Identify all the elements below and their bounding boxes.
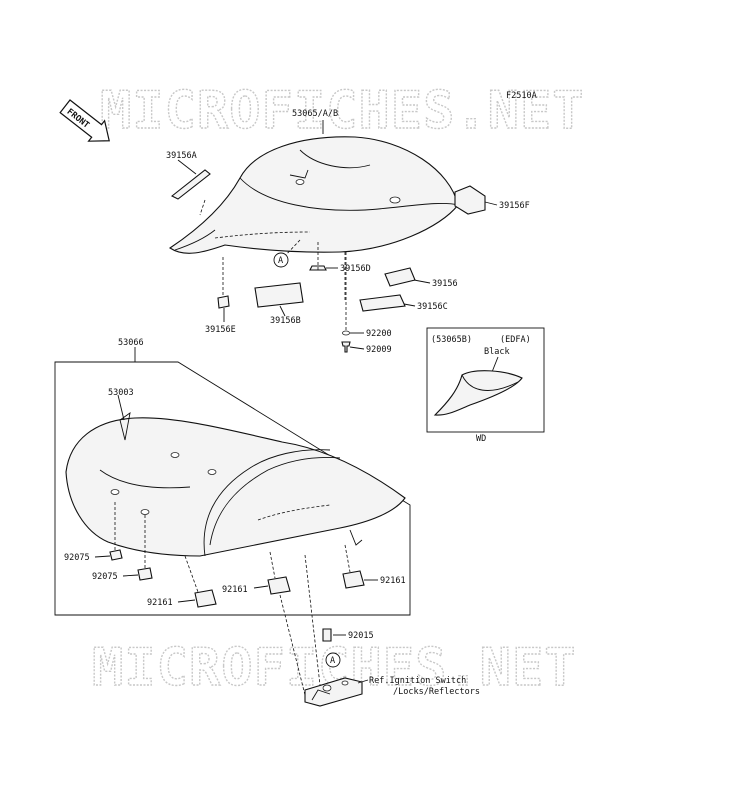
inset-color: Black [484,347,510,357]
label-39156F: 39156F [499,201,530,211]
watermark-top: MICROFICHES.NET [100,81,585,141]
diagram-code: F2510A [506,91,537,101]
ref-circle-a-upper: A [273,252,289,268]
part-39156F-shape [454,185,486,215]
label-92161-middle: 92161 [222,585,248,595]
part-92161-middle-shape [267,576,291,595]
reference-note-line1: Ref.Ignition Switch [369,676,466,686]
part-92161-right-shape [342,570,365,589]
label-39156C: 39156C [417,302,448,312]
seat-latch-assembly [304,677,363,707]
inset-cowl-shape [433,370,523,416]
part-92015-shape [322,628,332,642]
part-39156C-shape [359,294,406,312]
ref-circle-a-lower: A [325,652,341,668]
part-92200-shape [342,330,350,336]
part-39156E-shape [217,295,230,309]
label-39156B: 39156B [270,316,301,326]
part-92161-left-shape [194,589,217,608]
label-53065: 53065/A/B [292,109,338,119]
part-92075-lower-shape [137,567,153,581]
ref-circle-a-upper-label: A [278,256,283,266]
label-39156D: 39156D [340,264,371,274]
part-92009-shape [341,341,351,353]
reference-note-line2: /Locks/Reflectors [393,687,480,697]
part-39156B-shape [254,282,304,308]
seat-frame-53066 [54,361,411,616]
inset-variant: (EDFA) [500,335,531,345]
label-92015: 92015 [348,631,374,641]
part-39156A-shape [170,169,211,200]
label-92200: 92200 [366,329,392,339]
label-92161-right: 92161 [380,576,406,586]
inset-model: (53065B) [431,335,472,345]
label-39156E: 39156E [205,325,236,335]
label-92075-lower: 92075 [92,572,118,582]
label-39156: 39156 [432,279,458,289]
label-39156A: 39156A [166,151,197,161]
label-92075-upper: 92075 [64,553,90,563]
label-92009: 92009 [366,345,392,355]
seat-53066 [65,412,406,557]
ref-circle-a-lower-label: A [330,656,335,666]
label-92161-left: 92161 [147,598,173,608]
part-92075-upper-shape [109,549,123,561]
inset-53065B: (53065B) (EDFA) Black WD [426,327,545,444]
label-53066: 53066 [118,338,144,348]
part-39156-shape [384,267,416,287]
label-53003: 53003 [108,388,134,398]
inset-caption: WD [476,434,486,444]
seat-cowl-53065 [169,136,459,254]
